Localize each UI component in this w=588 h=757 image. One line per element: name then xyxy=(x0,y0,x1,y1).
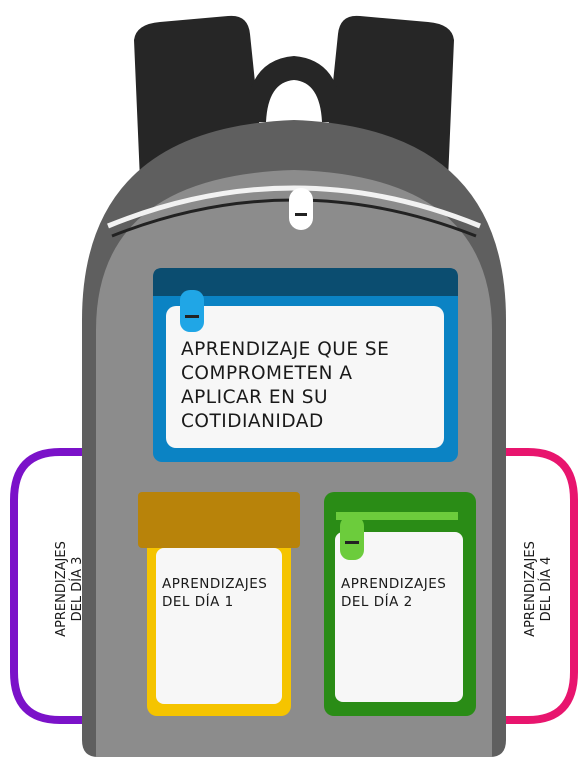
side-pocket-day4-label: APRENDIZAJES DEL DÍA 4 xyxy=(523,514,555,664)
pocket-day1-label: APRENDIZAJES DEL DÍA 1 xyxy=(162,575,282,611)
top-handle xyxy=(246,56,342,122)
pocket-day1-flap xyxy=(138,492,300,548)
side-pocket-day3-label: APRENDIZAJES DEL DÍA 3 xyxy=(54,514,86,664)
pocket-day2-tag-slot xyxy=(345,541,359,544)
zipper-pull-slot xyxy=(295,213,307,216)
main-pocket-label: APRENDIZAJE QUE SE COMPROMETEN A APLICAR… xyxy=(181,338,431,434)
pocket-day2-label: APRENDIZAJES DEL DÍA 2 xyxy=(341,575,461,611)
zipper-pull xyxy=(289,188,313,230)
pocket-day2-tag xyxy=(340,516,364,560)
pocket-day1-card xyxy=(156,548,282,704)
main-pocket-tag xyxy=(180,290,204,332)
main-pocket-tag-slot xyxy=(185,315,199,318)
